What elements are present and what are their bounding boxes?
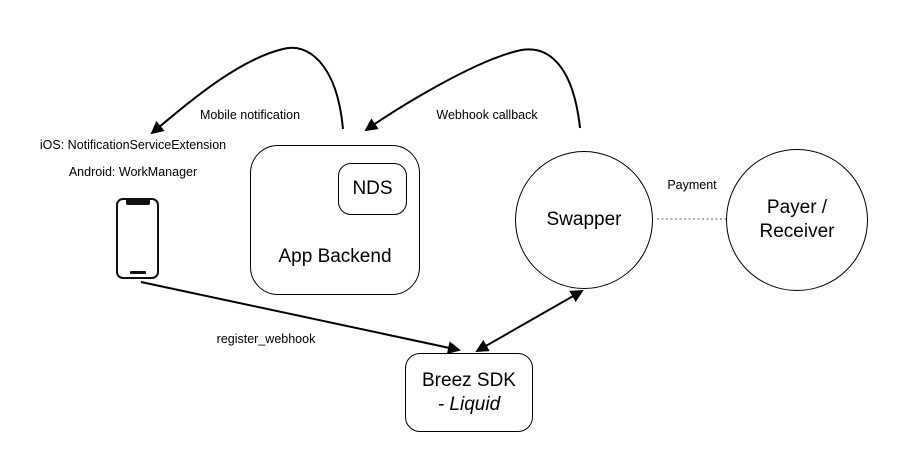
swapper-breez-double-arrow (475, 290, 584, 352)
nds-label: NDS (352, 178, 393, 200)
payment-edge-label: Payment (667, 178, 717, 193)
phone-homebar-icon (129, 271, 146, 274)
payer-receiver-label-line2: Receiver (759, 221, 835, 242)
android-workmanager-label: Android: WorkManager (68, 165, 198, 180)
payer-receiver-label-line1: Payer / (766, 197, 828, 219)
swapper-label: Swapper (546, 209, 622, 231)
register-webhook-edge-label: register_webhook (216, 332, 316, 347)
payer-receiver-node: Payer / Receiver (726, 149, 868, 291)
mobile-phone-icon (116, 198, 159, 279)
webhook-callback-edge-label: Webhook callback (436, 108, 538, 123)
app-backend-label: App Backend (278, 246, 392, 267)
ios-extension-label: iOS: NotificationServiceExtension (39, 138, 227, 153)
mobile-notification-edge-label: Mobile notification (199, 108, 301, 123)
nds-node: NDS (338, 163, 407, 215)
breez-sdk-title: Breez SDK (422, 369, 516, 391)
swapper-node: Swapper (515, 151, 653, 289)
breez-sdk-subtitle: - Liquid (437, 393, 501, 415)
breez-sdk-node: Breez SDK - Liquid (405, 353, 533, 432)
phone-notch-icon (125, 200, 150, 205)
